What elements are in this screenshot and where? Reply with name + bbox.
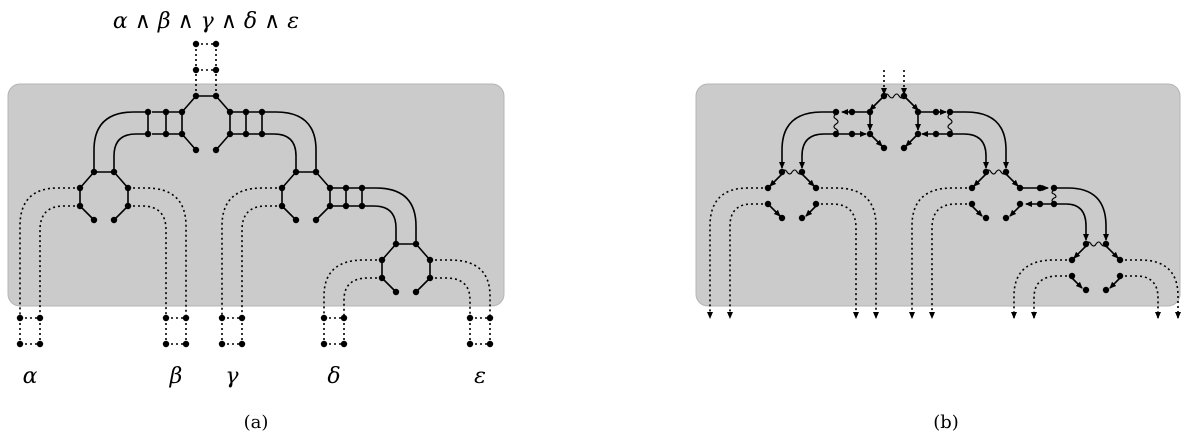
root-and-gate [144, 92, 266, 154]
label-epsilon: ε [474, 364, 486, 389]
caption-a: (a) [244, 412, 269, 433]
and-gate-gamma-rest [278, 168, 366, 224]
panel-b-box [695, 83, 1181, 307]
panel-a: α ∧ β ∧ γ ∧ δ ∧ ε α β γ δ ε (a) [7, 9, 505, 433]
caption-b: (b) [933, 412, 959, 433]
panel-b: (b) [695, 70, 1181, 433]
input-gadget-beta [162, 314, 190, 348]
label-alpha: α [23, 364, 38, 389]
input-gadget-gamma [218, 314, 246, 348]
formula-label: α ∧ β ∧ γ ∧ δ ∧ ε [113, 9, 299, 34]
input-gadgets [16, 314, 494, 348]
and-gate-delta-epsilon [378, 240, 434, 296]
input-gadget-epsilon [466, 314, 494, 348]
output-gadget [192, 40, 220, 96]
panel-a-box [7, 83, 505, 307]
input-gadget-alpha [16, 314, 44, 348]
label-gamma: γ [225, 364, 239, 389]
input-gadget-delta [320, 314, 348, 348]
label-delta: δ [327, 364, 340, 389]
label-beta: β [169, 364, 183, 389]
